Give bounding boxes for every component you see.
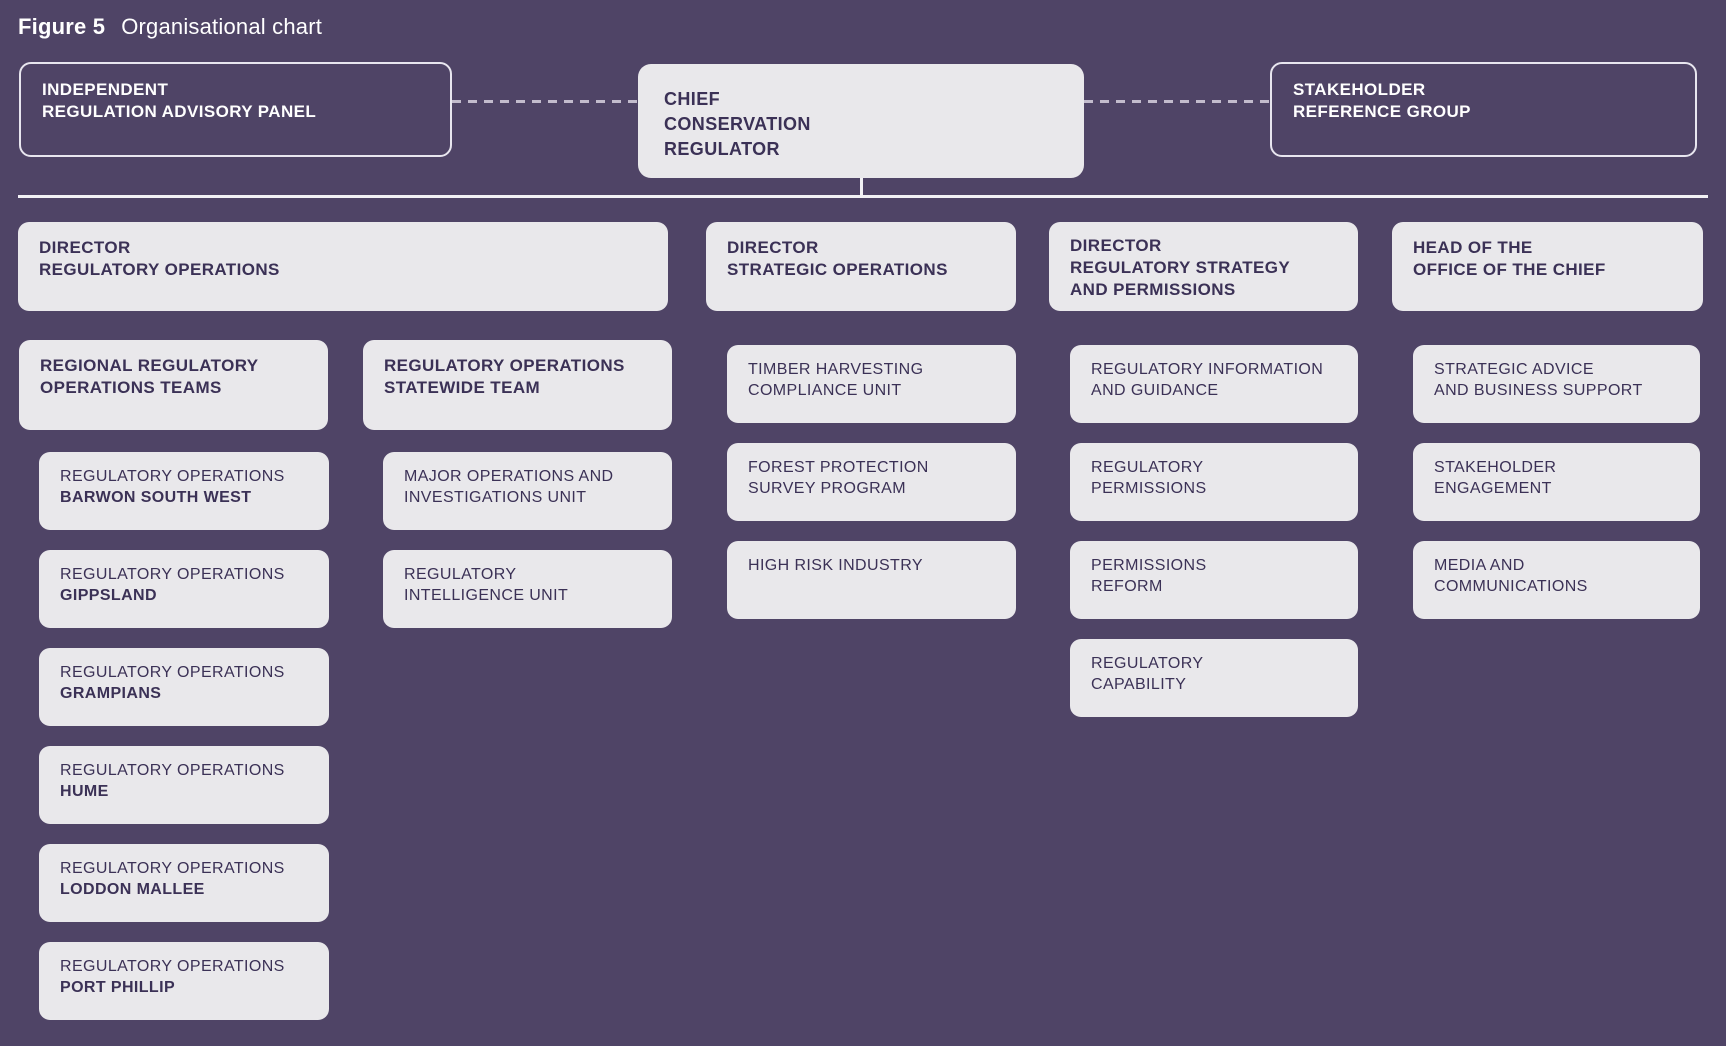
- box-regulatory-operations-statewide-team: REGULATORY OPERATIONS STATEWIDE TEAM: [363, 340, 672, 430]
- box-media-and-communications: MEDIA AND COMMUNICATIONS: [1413, 541, 1700, 619]
- box-regulatory-operations-port-phillip: REGULATORY OPERATIONS PORT PHILLIP: [39, 942, 329, 1020]
- box-director-regulatory-strategy-and-permissions: DIRECTOR REGULATORY STRATEGY AND PERMISS…: [1049, 222, 1358, 311]
- box-regional-regulatory-operations-teams: REGIONAL REGULATORY OPERATIONS TEAMS: [19, 340, 328, 430]
- box-major-operations-and-investigations-unit: MAJOR OPERATIONS AND INVESTIGATIONS UNIT: [383, 452, 672, 530]
- box-regulatory-operations-grampians: REGULATORY OPERATIONS GRAMPIANS: [39, 648, 329, 726]
- box-regulatory-permissions: REGULATORY PERMISSIONS: [1070, 443, 1358, 521]
- box-independent-regulation-advisory-panel: INDEPENDENT REGULATION ADVISORY PANEL: [19, 62, 452, 157]
- vertical-connector: [860, 178, 863, 196]
- box-regulatory-operations-hume: REGULATORY OPERATIONS HUME: [39, 746, 329, 824]
- box-high-risk-industry: HIGH RISK INDUSTRY: [727, 541, 1016, 619]
- box-regulatory-operations-barwon-south-west: REGULATORY OPERATIONS BARWON SOUTH WEST: [39, 452, 329, 530]
- figure-number-label: Figure 5: [18, 14, 106, 39]
- dashed-connector-right: [1084, 100, 1270, 103]
- box-director-regulatory-operations: DIRECTOR REGULATORY OPERATIONS: [18, 222, 668, 311]
- box-regulatory-operations-gippsland: REGULATORY OPERATIONS GIPPSLAND: [39, 550, 329, 628]
- box-regulatory-operations-loddon-mallee: REGULATORY OPERATIONS LODDON MALLEE: [39, 844, 329, 922]
- figure-title-text: Organisational chart: [121, 14, 323, 39]
- box-regulatory-capability: REGULATORY CAPABILITY: [1070, 639, 1358, 717]
- box-head-of-the-office-of-the-chief: HEAD OF THE OFFICE OF THE CHIEF: [1392, 222, 1703, 311]
- box-permissions-reform: PERMISSIONS REFORM: [1070, 541, 1358, 619]
- horizontal-connector-line: [18, 195, 1708, 198]
- box-director-strategic-operations: DIRECTOR STRATEGIC OPERATIONS: [706, 222, 1016, 311]
- box-chief-conservation-regulator: CHIEF CONSERVATION REGULATOR: [638, 64, 1084, 178]
- box-strategic-advice-and-business-support: STRATEGIC ADVICE AND BUSINESS SUPPORT: [1413, 345, 1700, 423]
- box-forest-protection-survey-program: FOREST PROTECTION SURVEY PROGRAM: [727, 443, 1016, 521]
- box-timber-harvesting-compliance-unit: TIMBER HARVESTING COMPLIANCE UNIT: [727, 345, 1016, 423]
- box-stakeholder-reference-group: STAKEHOLDER REFERENCE GROUP: [1270, 62, 1697, 157]
- figure-title: Figure 5 Organisational chart: [18, 14, 322, 40]
- box-regulatory-intelligence-unit: REGULATORY INTELLIGENCE UNIT: [383, 550, 672, 628]
- box-stakeholder-engagement: STAKEHOLDER ENGAGEMENT: [1413, 443, 1700, 521]
- box-regulatory-information-and-guidance: REGULATORY INFORMATION AND GUIDANCE: [1070, 345, 1358, 423]
- dashed-connector-left: [452, 100, 638, 103]
